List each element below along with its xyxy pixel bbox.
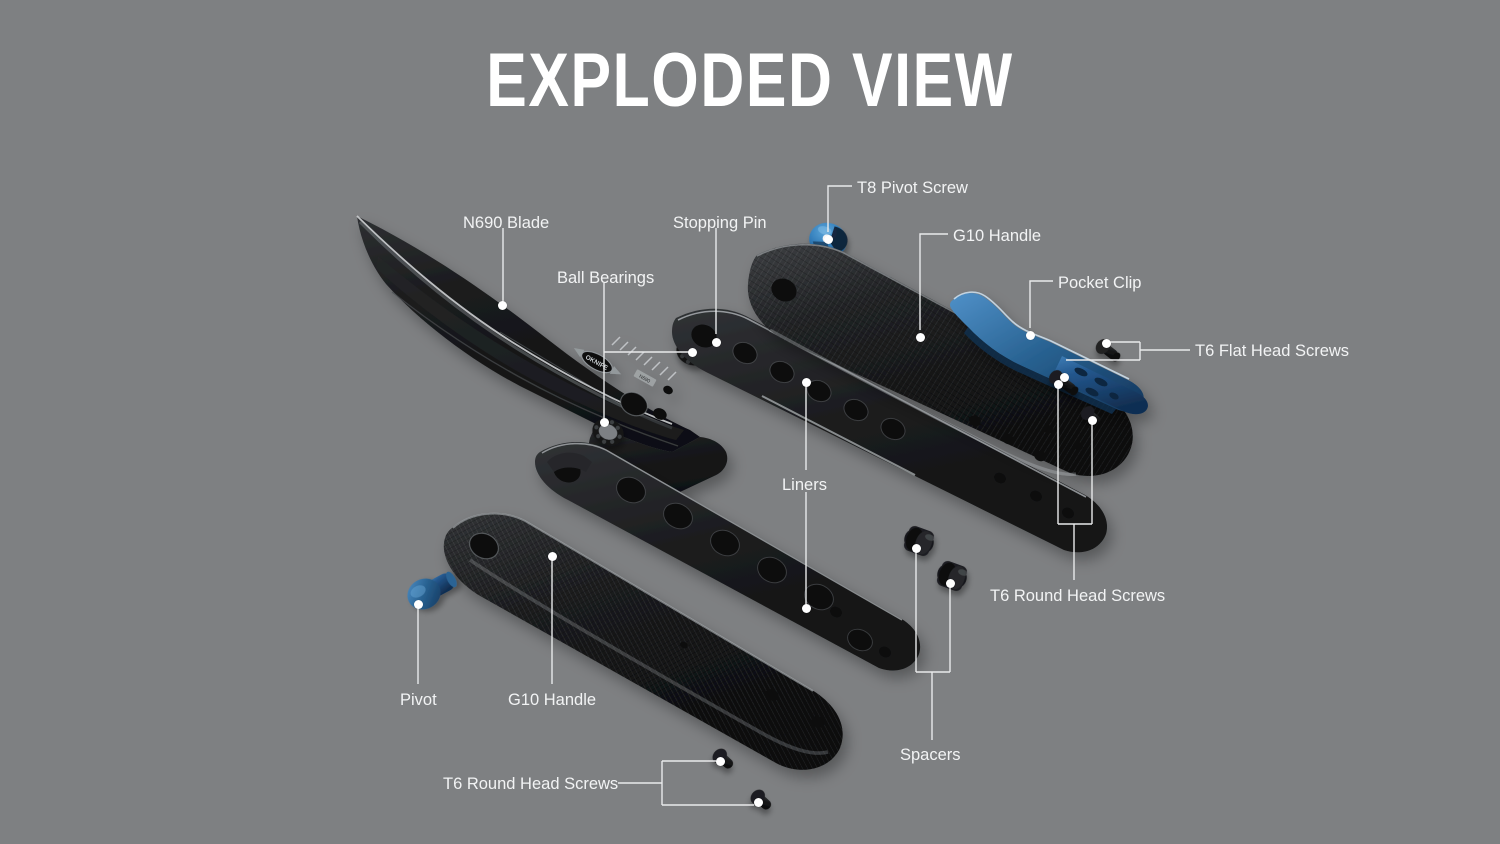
leader-dot-g10-handle-bottom bbox=[548, 552, 557, 561]
label-g10-handle-bottom: G10 Handle bbox=[508, 691, 597, 709]
label-g10-handle-top: G10 Handle bbox=[953, 227, 1042, 245]
part-liner-bottom bbox=[535, 442, 921, 671]
label-t6-round-head-bottom: T6 Round Head Screws bbox=[443, 775, 619, 793]
leader-dot-pocket-clip bbox=[1026, 331, 1035, 340]
label-pivot: Pivot bbox=[400, 691, 437, 709]
leader-dot-t8-pivot-screw bbox=[824, 235, 833, 244]
part-handle-bottom bbox=[443, 512, 843, 770]
leader-dot-round-screw-d bbox=[754, 798, 763, 807]
part-spacer-a bbox=[904, 526, 935, 556]
part-pivot bbox=[407, 571, 457, 610]
part-liner-top bbox=[672, 308, 1108, 553]
leader-dot-flat-screw-a bbox=[1102, 339, 1111, 348]
leader-dot-spacer-a bbox=[912, 544, 921, 553]
leader-dot-pivot bbox=[414, 600, 423, 609]
label-t8-pivot-screw: T8 Pivot Screw bbox=[857, 179, 968, 197]
svg-text:N690: N690 bbox=[638, 374, 652, 385]
leader-dot-flat-screw-b bbox=[1060, 373, 1069, 382]
label-liners: Liners bbox=[782, 476, 827, 494]
leader-dot-liner-top bbox=[802, 378, 811, 387]
label-t6-round-head-right: T6 Round Head Screws bbox=[990, 587, 1166, 605]
leader-dot-round-screw-a bbox=[1054, 380, 1063, 389]
label-t6-flat-head-screws: T6 Flat Head Screws bbox=[1195, 342, 1350, 360]
part-spacer-b bbox=[937, 561, 968, 591]
label-n690-blade: N690 Blade bbox=[463, 214, 550, 232]
label-pocket-clip: Pocket Clip bbox=[1058, 274, 1142, 292]
leader-dot-round-screw-c bbox=[716, 757, 725, 766]
leader-dot-ball-bearings bbox=[600, 418, 609, 427]
label-ball-bearings: Ball Bearings bbox=[557, 269, 655, 287]
label-stopping-pin: Stopping Pin bbox=[673, 214, 767, 232]
page-title: EXPLODED VIEW bbox=[486, 38, 1014, 123]
leader-dot-spacer-b bbox=[946, 579, 955, 588]
leader-dot-round-screw-b bbox=[1088, 416, 1097, 425]
leader-dot-g10-handle-top bbox=[916, 333, 925, 342]
part-handle-top bbox=[747, 243, 1133, 476]
label-spacers: Spacers bbox=[900, 746, 961, 764]
leader-dot-liner-bottom bbox=[802, 604, 811, 613]
leader-dot-ball-bearings-b bbox=[688, 348, 697, 357]
leader-dot-stopping-pin bbox=[712, 338, 721, 347]
leader-dot-n690-blade bbox=[498, 301, 507, 310]
